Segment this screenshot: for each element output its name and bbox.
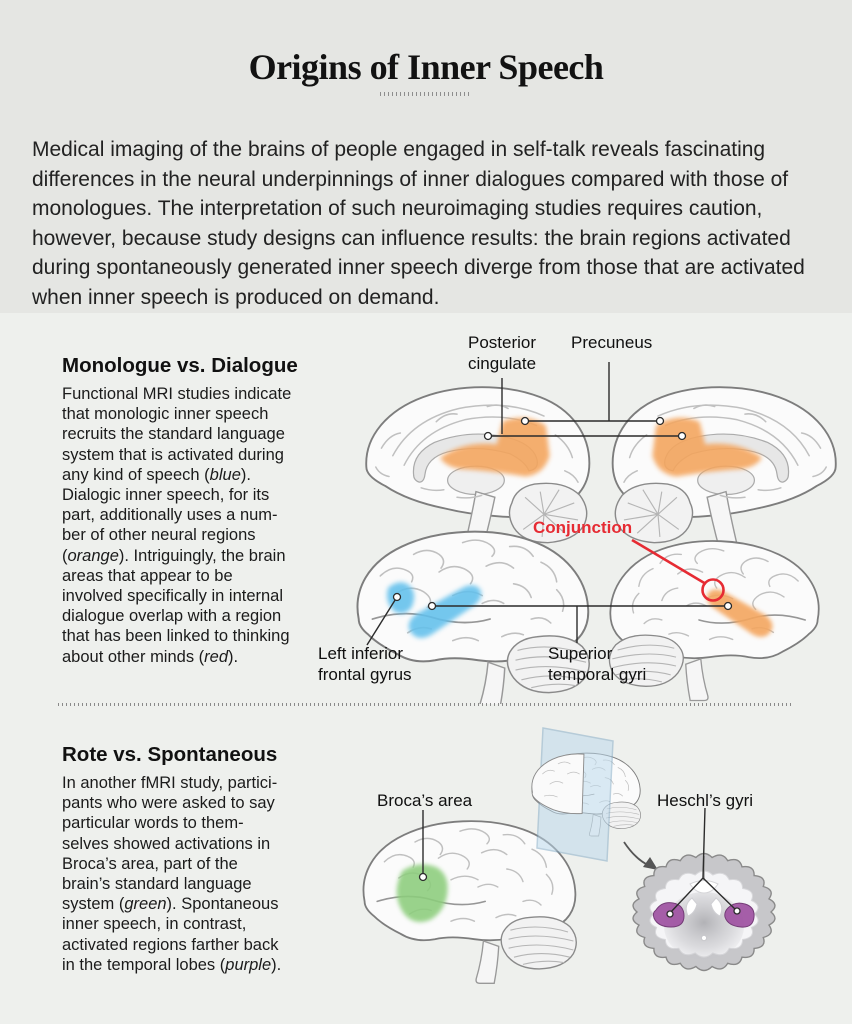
highlight-posterior-cingulate-precuneus-right [652,417,762,477]
label-posterior-cingulate: Posterior cingulate [467,333,537,373]
coronal-slice [632,852,776,972]
slice-arrowhead [643,857,658,870]
highlight-heschl-right [724,902,755,928]
label-heschls-gyri: Heschl’s gyri [657,791,754,810]
section1-heading: Monologue vs. Dialogue [62,354,298,377]
monologue-dialogue-diagram [356,362,837,704]
highlight-superior-temporal-gyrus-left [408,585,482,638]
label-conjunction: Conjunction [533,518,633,537]
leader-lines-2 [418,807,741,918]
label-brocas-area: Broca’s area [377,791,473,810]
section2-body: In another fMRI study, partici-pants who… [62,774,282,974]
intro-paragraph: Medical imaging of the brains of people … [32,138,805,309]
medial-brain-right [611,386,837,560]
header-band: Origins of Inner Speech Medical imaging … [0,0,852,313]
section2-heading: Rote vs. Spontaneous [62,743,278,766]
label-superior-temporal-gyri: Superior temporal gyri [548,644,647,684]
page-title: Origins of Inner Speech [248,47,604,88]
highlight-posterior-cingulate-precuneus-left [440,417,550,477]
conjunction-marker [631,538,725,602]
label-left-inferior-frontal-gyrus: Left inferior frontal gyrus [318,644,412,684]
highlight-superior-temporal-gyrus-right [706,589,773,637]
rote-spontaneous-diagram [362,727,776,985]
section-rote-vs-spontaneous-text: Rote vs. Spontaneous In another fMRI stu… [62,743,330,975]
highlight-brocas-area [396,864,448,923]
section-monologue-vs-dialogue-text: Monologue vs. Dialogue Functional MRI st… [62,354,330,667]
title-dotted-rule [380,92,472,96]
medial-brain-left [365,386,591,560]
label-precuneus: Precuneus [571,333,653,352]
slice-arrow [623,841,651,867]
lateral-brain-right [608,540,820,702]
lateral-brain-broca [362,820,578,985]
section-dotted-divider [58,703,793,706]
leader-lines [366,362,733,646]
inset-brain-with-plane [531,727,658,870]
